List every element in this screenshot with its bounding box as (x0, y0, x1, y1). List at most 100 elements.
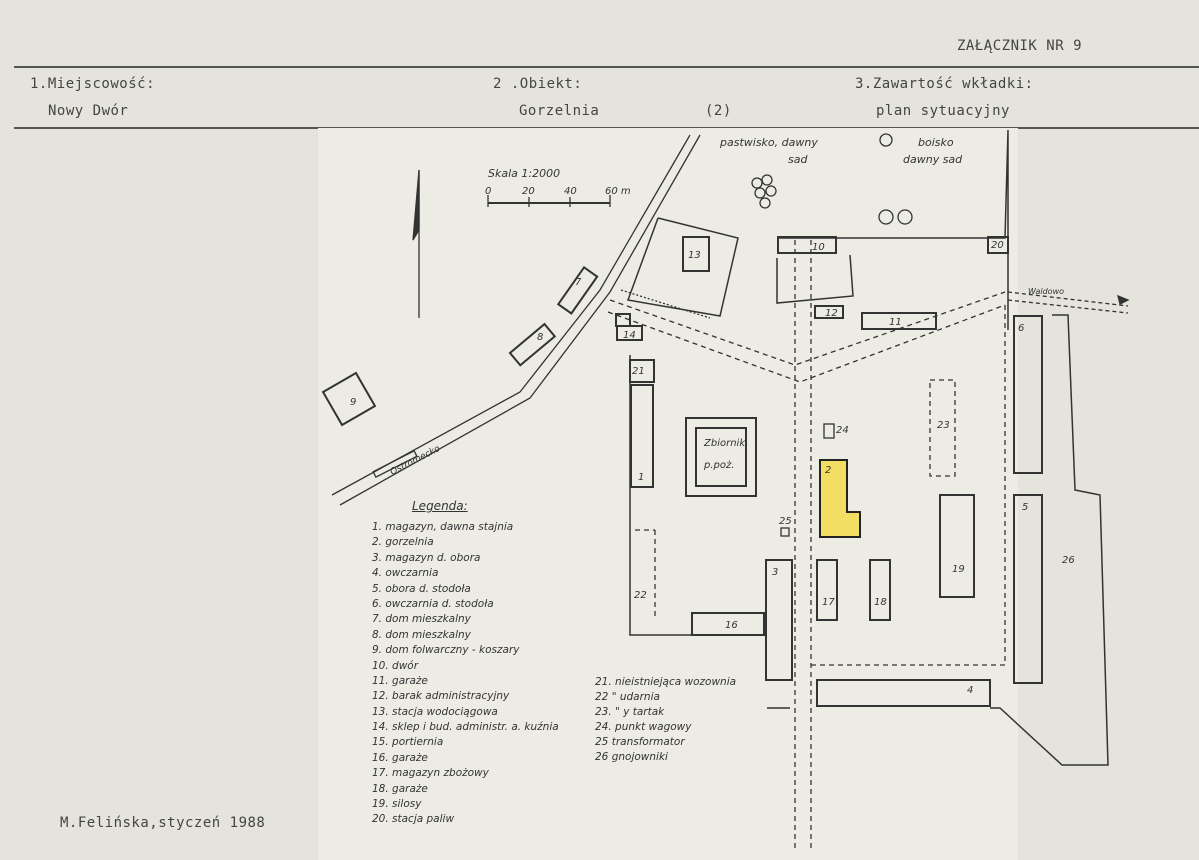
svg-text:6: 6 (1018, 323, 1024, 334)
legend-left: 1. magazyn, dawna stajnia 2. gorzelnia 3… (372, 522, 559, 830)
legend-item: 5. obora d. stodoła (372, 582, 471, 595)
tank-outer (685, 417, 757, 497)
road-waldowo (1007, 291, 1130, 314)
header-top-rule (14, 66, 1199, 68)
legend-item: 20. stacja paliw (372, 813, 455, 826)
building-12 (814, 305, 844, 319)
svg-text:18: 18 (874, 597, 887, 608)
building-5 (1013, 494, 1043, 684)
object-label: 2 .Obiekt: (493, 76, 583, 92)
legend-item: 3. magazyn d. obora (372, 551, 481, 564)
label-orchard: sad (788, 153, 808, 166)
svg-text:10: 10 (812, 242, 825, 253)
tank-label-2: p.poż. (703, 460, 734, 471)
legend-item: 13. stacja wodociągowa (372, 705, 498, 718)
north-arrow-icon (412, 169, 420, 318)
legend-item: 23. " y tartak (595, 706, 665, 718)
building-6 (1013, 315, 1043, 474)
legend-item: 10. dwór (372, 659, 419, 672)
label-pitch: boisko (918, 136, 954, 149)
legend-item: 14. sklep i bud. administr. a. kuźnia (372, 721, 559, 734)
annex-label: ZAŁĄCZNIK NR 9 (957, 38, 1083, 54)
svg-text:19: 19 (952, 564, 965, 575)
building-8 (508, 322, 557, 367)
building-1 (630, 384, 654, 488)
svg-text:2: 2 (825, 465, 831, 476)
legend-item: 4. owczarnia (372, 567, 439, 580)
scale-title: Skala 1:2000 (488, 167, 560, 180)
svg-text:7: 7 (575, 277, 582, 288)
building-19 (939, 494, 975, 598)
object-number: (2) (705, 103, 732, 119)
locality-value: Nowy Dwór (48, 103, 129, 119)
tank-label-1: Zbiornik (703, 438, 746, 449)
content-value: plan sytuacyjny (876, 103, 1010, 119)
legend-item: 17. magazyn zbożowy (372, 767, 489, 780)
svg-text:1: 1 (638, 472, 644, 483)
building-25 (780, 527, 790, 537)
svg-text:17: 17 (822, 597, 835, 608)
building-16 (691, 612, 765, 636)
svg-text:4: 4 (967, 685, 973, 696)
buildings (321, 236, 1043, 707)
building-9 (321, 371, 377, 427)
building-4 (816, 679, 991, 707)
building-14 (616, 325, 643, 341)
svg-text:24: 24 (836, 425, 849, 436)
legend-item: 25 transformator (595, 736, 685, 748)
svg-text:12: 12 (825, 308, 838, 319)
svg-text:23: 23 (937, 420, 950, 431)
svg-text:13: 13 (688, 250, 701, 261)
legend-item: 21. nieistniejąca wozownia (595, 676, 737, 688)
label-waldowo: Waldowo (1028, 287, 1064, 296)
building-11 (861, 312, 937, 330)
legend-item: 8. dom mieszkalny (372, 628, 471, 641)
legend-title: Legenda: (412, 499, 468, 513)
building-21 (629, 359, 655, 383)
scale-tick-20: 20 (522, 186, 535, 197)
label-pasture: pastwisko, dawny (719, 136, 818, 149)
svg-text:14: 14 (623, 330, 636, 341)
legend-item: 19. silosy (372, 798, 422, 811)
svg-text:25: 25 (779, 516, 792, 527)
building-10 (777, 236, 837, 254)
svg-text:8: 8 (537, 332, 543, 343)
building-numbers: 1 2 3 4 5 6 7 8 9 10 11 12 13 14 16 17 1… (350, 240, 1075, 696)
svg-text:11: 11 (889, 317, 902, 328)
building-20 (987, 236, 1009, 254)
trees-icon (751, 174, 913, 225)
svg-text:21: 21 (632, 366, 645, 377)
svg-text:9: 9 (350, 397, 356, 408)
locality-label: 1.Miejscowość: (30, 76, 156, 92)
scale-tick-40: 40 (564, 186, 577, 197)
content-label: 3.Zawartość wkładki: (855, 76, 1034, 92)
svg-text:5: 5 (1022, 502, 1028, 513)
label-old-orchard: dawny sad (903, 153, 963, 166)
legend-item: 2. gorzelnia (372, 536, 434, 549)
road-ostromecko (331, 134, 701, 506)
legend-item: 26 gnojowniki (595, 751, 668, 763)
legend-item: 18. garaże (372, 782, 428, 795)
author-credit: M.Felińska,styczeń 1988 (60, 815, 266, 831)
legend-item: 15. portiernia (372, 736, 444, 749)
legend-right: 21. nieistniejąca wozownia 22 " udarnia … (595, 677, 736, 767)
fence-13 (620, 289, 711, 319)
legend-item: 24. punkt wagowy (595, 721, 692, 733)
object-value: Gorzelnia (519, 103, 600, 119)
legend-item: 9. dom folwarczny - koszary (372, 644, 520, 657)
pitch-symbol (879, 133, 893, 147)
building-13 (682, 236, 710, 272)
scale-bar (487, 195, 611, 207)
svg-text:22: 22 (634, 590, 647, 601)
svg-text:3: 3 (772, 567, 778, 578)
building-17 (816, 559, 838, 621)
building-7 (556, 265, 599, 315)
scale-tick-60: 60 m (605, 186, 631, 197)
legend-item: 7. dom mieszkalny (372, 613, 471, 626)
building-2-distillery (819, 459, 861, 538)
svg-text:16: 16 (725, 620, 738, 631)
building-3 (765, 559, 793, 681)
legend-item: 1. magazyn, dawna stajnia (372, 521, 514, 533)
legend-item: 11. garaże (372, 674, 428, 687)
